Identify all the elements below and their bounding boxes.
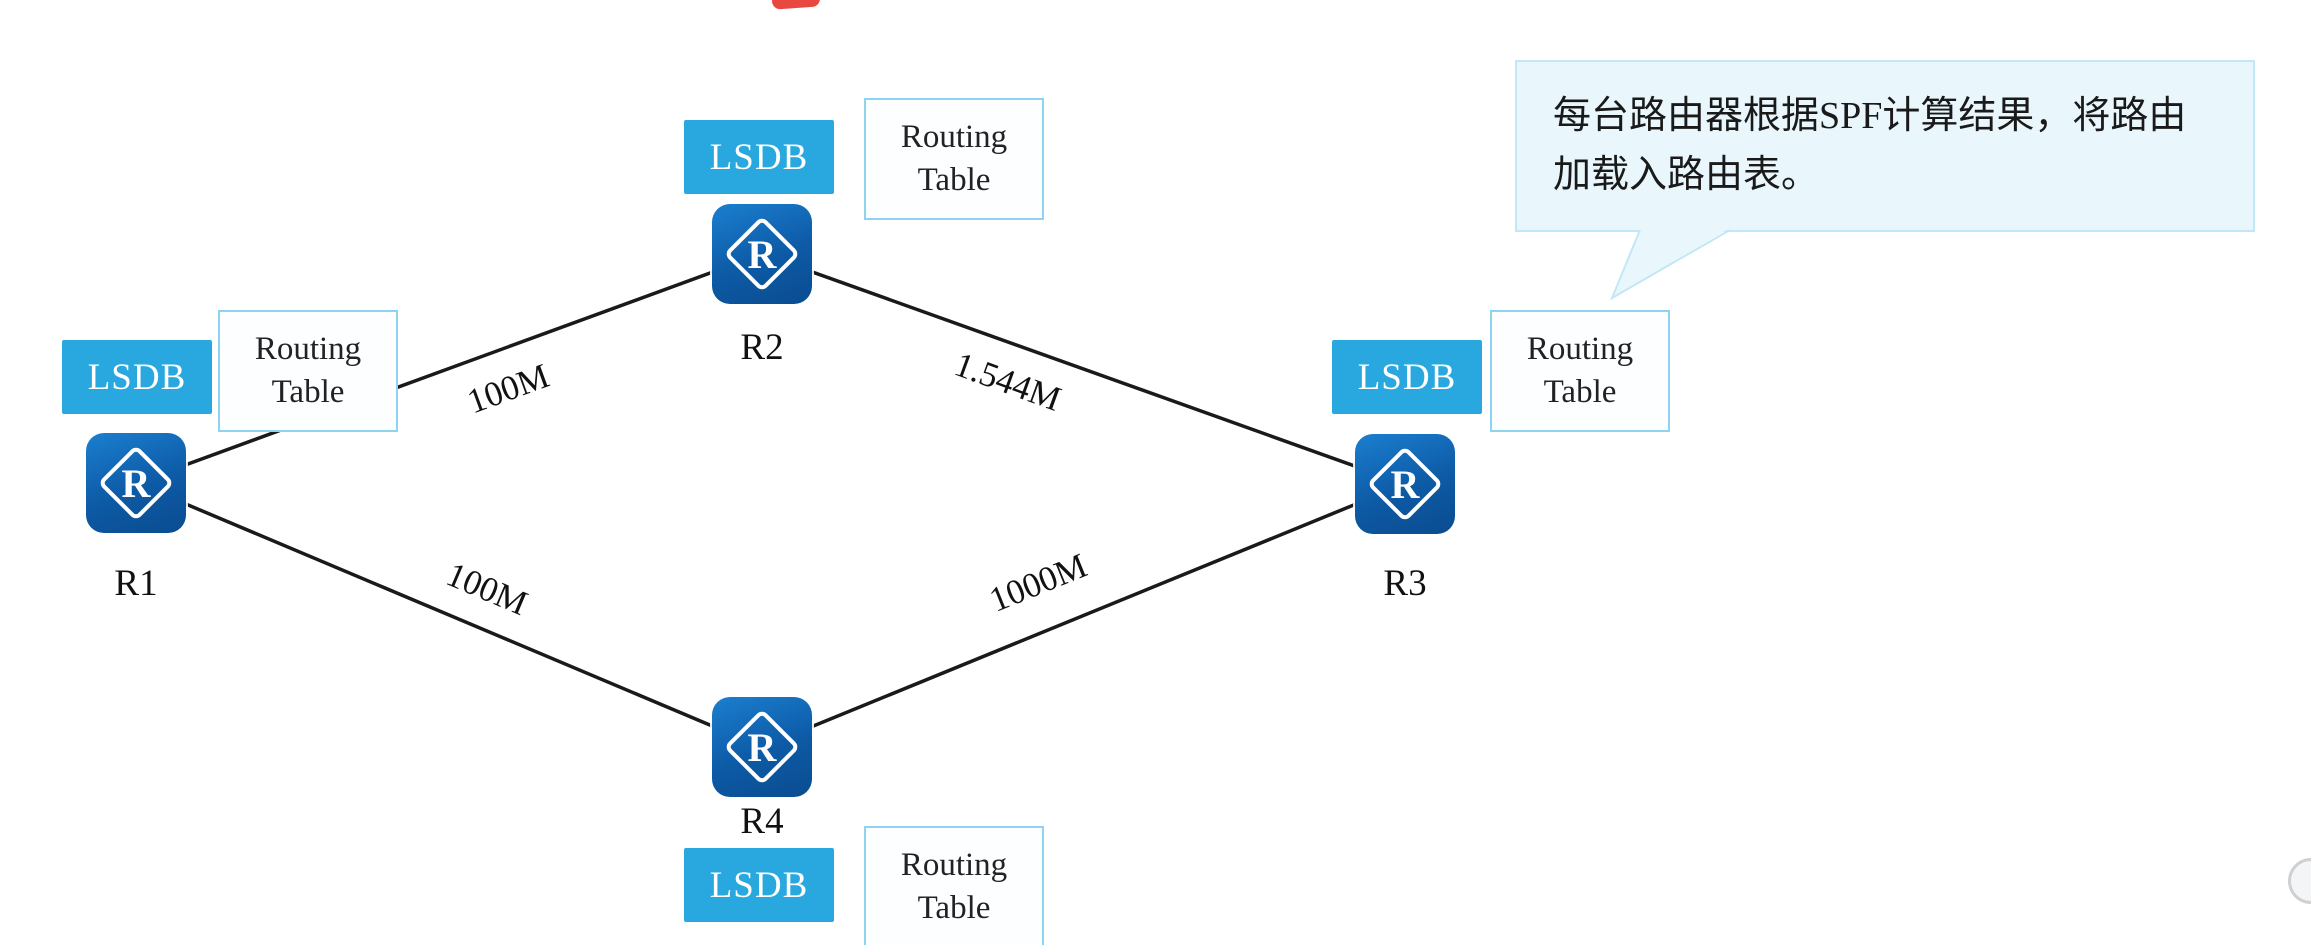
routing-table-text-line1: Routing <box>254 331 362 368</box>
routing-table-text-line1: Routing <box>1526 331 1634 368</box>
router-letter: R <box>1390 461 1420 507</box>
callout-text-line2: 加载入路由表。 <box>1553 154 1820 196</box>
spf-note-callout: 每台路由器根据SPF计算结果，将路由 加载入路由表。 <box>1515 60 2255 232</box>
link-line-r1-r2 <box>135 252 763 485</box>
router-icon-r4: R <box>712 697 812 797</box>
link-line-r2-r3 <box>761 252 1406 486</box>
routing-table-box-r1: Routing Table <box>218 310 398 432</box>
routing-table-box-r4: Routing Table <box>864 826 1044 945</box>
routing-table-text-line2: Table <box>271 374 345 410</box>
router-letter: R <box>747 231 777 277</box>
router-icon-r3: R <box>1355 434 1455 534</box>
link-line-r1-r4 <box>135 481 763 749</box>
lsdb-badge-r1: LSDB <box>62 340 212 414</box>
router-letter: R <box>747 724 777 770</box>
router-letter: R <box>121 460 151 506</box>
routing-table-box-r3: Routing Table <box>1490 310 1670 432</box>
routing-table-text-line1: Routing <box>900 847 1008 884</box>
link-line-r4-r3 <box>761 482 1406 749</box>
lsdb-badge-r3: LSDB <box>1332 340 1482 414</box>
callout-text-line1: 每台路由器根据SPF计算结果，将路由 <box>1553 95 2187 138</box>
routing-table-text-line2: Table <box>917 162 991 198</box>
lsdb-badge-r4: LSDB <box>684 848 834 922</box>
router-icon-r1: R <box>86 433 186 533</box>
node-label-r4: R4 <box>740 801 784 842</box>
routing-table-text-line2: Table <box>917 890 991 926</box>
routing-table-box-r2: Routing Table <box>864 98 1044 220</box>
router-icon-r2: R <box>712 204 812 304</box>
routing-table-text-line2: Table <box>1543 374 1617 410</box>
node-label-r1: R1 <box>114 563 158 604</box>
node-label-r3: R3 <box>1383 563 1427 604</box>
routing-table-text-line1: Routing <box>900 119 1008 156</box>
node-label-r2: R2 <box>740 327 784 368</box>
lsdb-badge-r2: LSDB <box>684 120 834 194</box>
